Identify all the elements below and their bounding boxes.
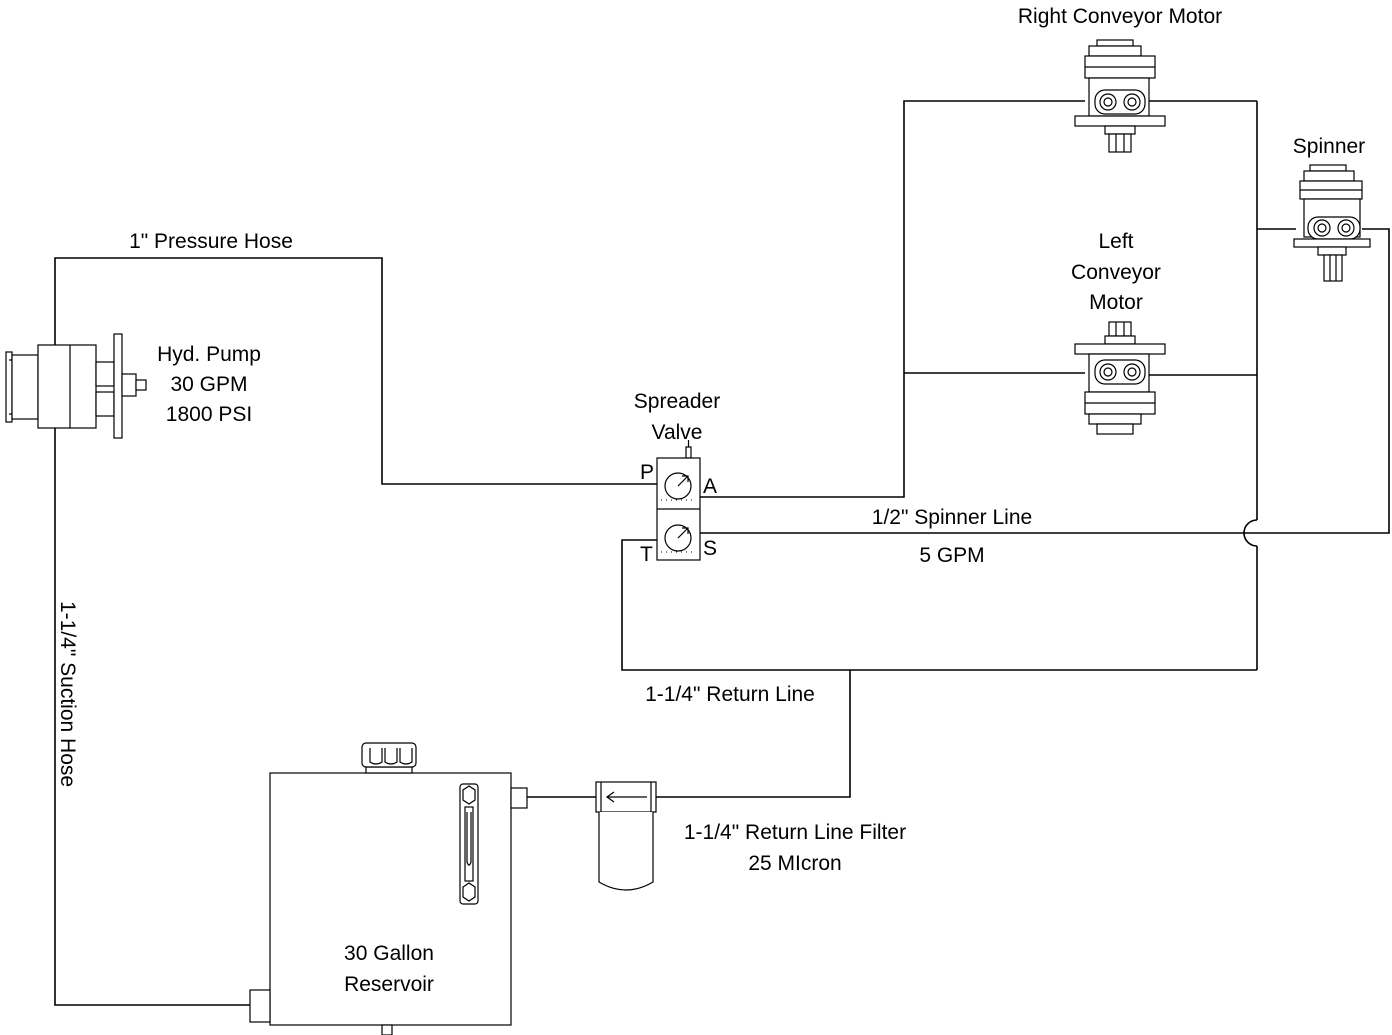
pressure-hose-label: 1" Pressure Hose (129, 230, 293, 253)
hydraulic-lines (54, 100, 1390, 1006)
return-line-filter (595, 781, 657, 891)
port-t-label: T (640, 543, 653, 566)
port-s-label: S (703, 537, 717, 560)
right-motor-label: Right Conveyor Motor (1018, 5, 1222, 28)
left-conveyor-motor (1074, 321, 1166, 435)
suction-hose-label: 1-1/4" Suction Hose (56, 601, 79, 787)
reservoir (249, 742, 528, 1035)
spinner-return (700, 228, 1390, 534)
filter-label-2: 25 MIcron (748, 852, 841, 875)
spinner-line-label: 1/2" Spinner Line (872, 506, 1032, 529)
pump-label-flow: 30 GPM (170, 373, 247, 396)
filter-feed-line (656, 670, 851, 798)
port-p-label: P (640, 461, 654, 484)
right-conveyor-motor (1074, 39, 1166, 153)
reservoir-label-1: 30 Gallon (344, 942, 434, 965)
spreader-valve (656, 440, 701, 561)
spinner-flow-label: 5 GPM (919, 544, 984, 567)
suction-hose-line (54, 428, 250, 1006)
pump-label-name: Hyd. Pump (157, 343, 261, 366)
labels: 1" Pressure Hose Hyd. Pump 30 GPM 1800 P… (56, 5, 1365, 996)
pump-label-pressure: 1800 PSI (166, 403, 252, 426)
sight-gauge (459, 783, 479, 905)
port-a-label: A (703, 475, 717, 498)
left-motor-label-1: Left (1098, 230, 1133, 253)
spinner-motor (1293, 164, 1371, 282)
reservoir-label-2: Reservoir (344, 973, 434, 996)
hydraulic-pump (5, 333, 147, 439)
return-line (621, 539, 1257, 671)
return-line-label: 1-1/4" Return Line (645, 683, 815, 706)
valve-a-line (700, 100, 1085, 498)
left-motor-label-2: Conveyor (1071, 261, 1161, 284)
left-motor-label-3: Motor (1089, 291, 1143, 314)
pressure-hose-line (54, 257, 657, 485)
spinner-label: Spinner (1293, 135, 1365, 158)
valve-label-1: Spreader (634, 390, 720, 413)
filter-label-1: 1-1/4" Return Line Filter (684, 821, 906, 844)
valve-label-2: Valve (652, 421, 703, 444)
